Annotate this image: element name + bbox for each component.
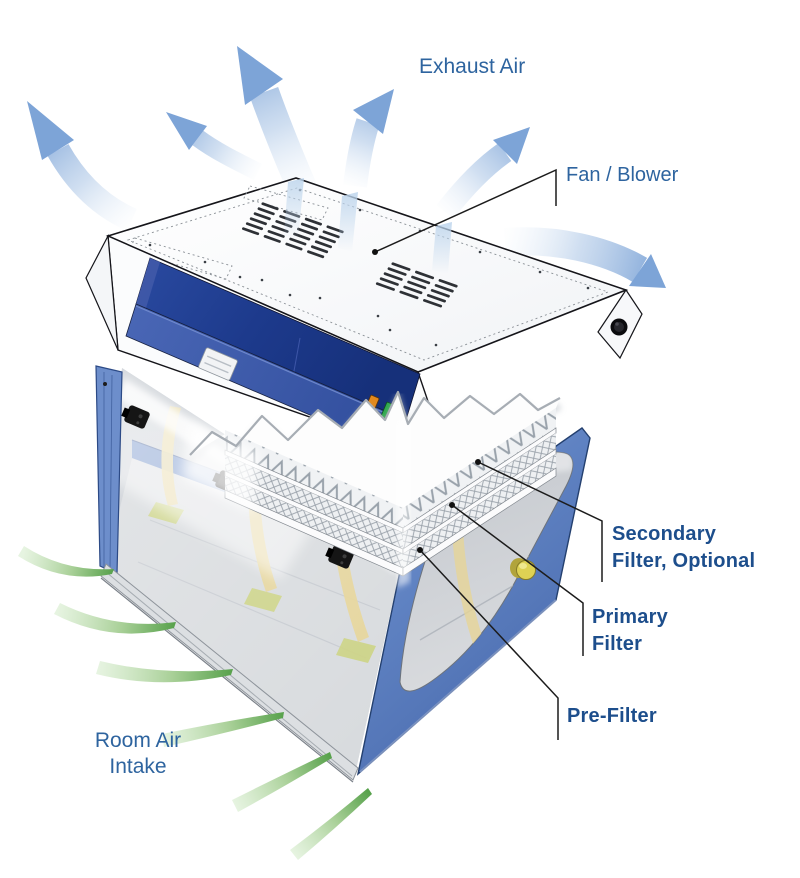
exhaust-arrow-icon <box>27 101 138 231</box>
secondary-filter-label-line1: Secondary <box>612 523 717 545</box>
fan-blower-leader <box>374 168 557 253</box>
filter-stack <box>182 390 562 588</box>
exhaust-arrow-icon <box>343 89 394 188</box>
exhaust-arrow-icon <box>436 127 530 219</box>
torn-edge <box>189 390 561 456</box>
sash-glass <box>106 368 404 770</box>
primary-filter-label: Primary Filter <box>592 604 668 658</box>
intake-arrow-icon <box>18 546 114 577</box>
room-air-intake-label-line1: Room Air <box>94 729 182 752</box>
pre-filter-leader <box>419 549 559 740</box>
pre-filter-label: Pre-Filter <box>567 705 657 727</box>
intake-arrow-icon <box>232 752 332 812</box>
housing-left-bevel <box>85 233 119 351</box>
front-left-post <box>95 365 123 575</box>
filter-knob <box>510 558 536 580</box>
fan-blower-label: Fan / Blower <box>566 164 679 186</box>
secondary-filter-leader <box>477 461 603 582</box>
exhaust-arrow-icon <box>503 227 666 288</box>
fan-housing <box>85 177 643 468</box>
room-air-intake-label-line2: Intake <box>109 755 167 778</box>
primary-filter-label-line2: Filter <box>592 633 643 655</box>
exhaust-vent-louvers <box>242 202 458 308</box>
primary-filter-leader <box>451 504 584 656</box>
primary-filter-label-line1: Primary <box>592 606 668 628</box>
exhaust-air-label: Exhaust Air <box>419 55 526 78</box>
intake-arrow-icon <box>290 788 372 860</box>
cable-grommet <box>610 318 628 336</box>
intake-arrow-icon <box>96 661 233 683</box>
sash-clamp-icon <box>121 405 150 429</box>
exhaust-arrow-icon <box>166 112 263 181</box>
room-air-intake-arrows <box>18 546 372 860</box>
intake-arrow-icon <box>162 712 284 747</box>
secondary-filter-label-line2: Filter, Optional <box>612 550 756 572</box>
leader-dots <box>372 249 481 553</box>
intake-arrow-icon <box>54 603 176 634</box>
room-air-intake-label: Room Air Intake <box>78 728 198 780</box>
secondary-filter-label: Secondary Filter, Optional <box>612 521 755 575</box>
leader-lines <box>374 168 603 740</box>
sash-handle <box>198 347 238 381</box>
